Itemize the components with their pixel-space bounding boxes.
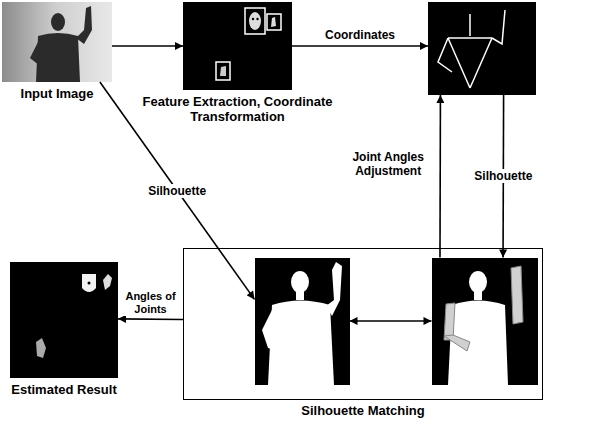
estimated-result-panel	[10, 262, 118, 378]
edge-label: Silhouette	[146, 184, 208, 198]
edge-label: Silhouette	[472, 169, 534, 183]
feature-panel	[183, 2, 292, 90]
connector-arrow	[118, 318, 183, 320]
image-panel: Feature Extraction, Coordinate Transform…	[183, 2, 292, 90]
node-caption: Estimated Result	[11, 382, 116, 397]
node-caption: Input Image	[21, 86, 94, 101]
connector-arrow	[292, 45, 428, 47]
edge-label: Coordinates	[323, 28, 397, 42]
group-box: Silhouette Matching	[183, 248, 543, 400]
node-caption: Silhouette Matching	[301, 403, 425, 418]
edge-label: Joint Angles Adjustment	[340, 150, 436, 178]
image-panel	[428, 2, 536, 95]
model-panel	[432, 258, 538, 385]
image-panel: Estimated Result	[10, 262, 118, 378]
image-panel	[432, 258, 538, 385]
stick-figure-panel	[428, 2, 536, 95]
input-photo	[2, 2, 112, 82]
silhouette-panel	[255, 258, 350, 385]
connector-arrow	[350, 320, 432, 322]
edge-label: Angles of Joints	[119, 290, 183, 316]
connector-arrow	[112, 45, 183, 47]
image-panel: Input Image	[2, 2, 112, 82]
node-caption: Feature Extraction, Coordinate Transform…	[138, 94, 338, 124]
image-panel	[255, 258, 350, 385]
connector-arrow	[439, 95, 441, 258]
